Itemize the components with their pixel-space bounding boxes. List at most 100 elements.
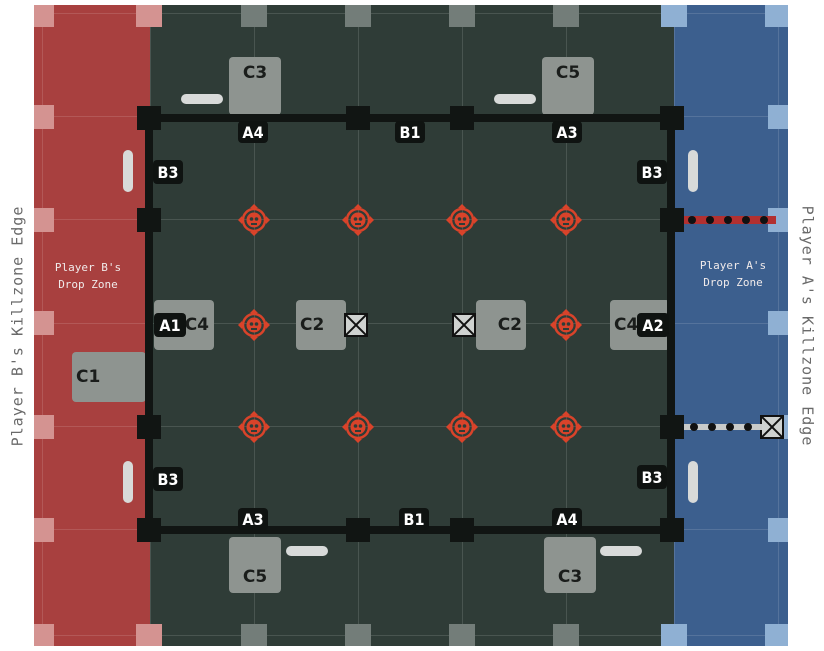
barricade [494, 94, 536, 104]
wall-label-text: B1 [399, 122, 421, 142]
grid-line [34, 219, 788, 220]
edge-tick [34, 5, 54, 27]
wall-left [145, 114, 153, 534]
edge-tick [34, 415, 54, 439]
wall-post [660, 208, 684, 232]
barricade [286, 546, 328, 556]
hatch-left [344, 313, 368, 337]
cover-label: C4 [614, 315, 639, 335]
wall-label-a1: A1 [154, 313, 186, 337]
wall-label-b3-right-bottom: B3 [637, 465, 667, 489]
edge-tick [768, 208, 788, 232]
skull-objective-icon [550, 309, 582, 341]
wall-label-text: A3 [242, 509, 264, 529]
wall-label-text: B3 [157, 469, 179, 489]
grid-line [34, 323, 788, 324]
cover-c5-top: C5 [542, 57, 594, 115]
barricade [181, 94, 223, 104]
cover-label: C2 [497, 315, 522, 335]
wall-post [137, 518, 161, 542]
edge-tick [449, 624, 475, 646]
chain-link [706, 216, 714, 224]
wall-post [346, 518, 370, 542]
cover-label: C4 [184, 315, 209, 335]
drop-zone-line: Player A's [699, 259, 767, 272]
barricade [123, 461, 133, 503]
wall-label-a3-top: A3 [552, 121, 582, 143]
edge-tick [34, 208, 54, 232]
edge-tick [34, 518, 54, 542]
wall-post [660, 106, 684, 130]
chain-link [724, 216, 732, 224]
grid-line [34, 13, 788, 14]
player-a-killzone-edge-label: Player A's Killzone Edge [798, 205, 816, 446]
wall-label-a2: A2 [637, 313, 669, 337]
chain-link [688, 216, 696, 224]
skull-objective-icon [446, 411, 478, 443]
wall-label-b1-bottom: B1 [399, 508, 429, 530]
edge-tick [241, 624, 267, 646]
cover-c3-bottom: C3 [544, 537, 596, 593]
edge-tick [136, 5, 162, 27]
wall-label-text: A1 [159, 315, 181, 335]
edge-tick [34, 105, 54, 129]
wall-post [137, 106, 161, 130]
wall-label-text: A3 [556, 122, 578, 142]
wall-label-text: A4 [242, 122, 264, 142]
player-b-killzone-edge-label: Player B's Killzone Edge [8, 205, 26, 446]
wall-label-b3-left-bottom: B3 [153, 467, 183, 491]
wall-label-a4-top: A4 [238, 121, 268, 143]
chain-link [742, 216, 750, 224]
edge-tick [768, 105, 788, 129]
chain-link [760, 216, 768, 224]
cover-label: C2 [300, 315, 325, 335]
wall-label-a4-bottom: A4 [552, 508, 582, 530]
edge-tick [345, 624, 371, 646]
edge-tick [768, 311, 788, 335]
edge-tick [765, 624, 788, 646]
cover-c5-bottom: C5 [229, 537, 281, 593]
cover-label: C5 [242, 567, 268, 587]
edge-tick [136, 624, 162, 646]
edge-tick [765, 5, 788, 27]
skull-objective-icon [238, 204, 270, 236]
cover-c2-right: C2 [476, 300, 526, 350]
drop-zone-line: Player B's [54, 261, 122, 274]
grid-line [34, 635, 788, 636]
cover-c1: C1 [72, 352, 146, 402]
barricade [600, 546, 642, 556]
wall-label-text: A2 [642, 315, 664, 335]
wall-post [450, 106, 474, 130]
wall-label-b1-top: B1 [395, 121, 425, 143]
chain-gray [684, 424, 762, 430]
wall-post [660, 415, 684, 439]
cover-label: C3 [242, 63, 268, 83]
killzone-board: C3 C5 C5 C3 C4 C4 C2 C2 C1 A4 B1 A3 A3 B… [34, 5, 788, 646]
wall-post [450, 518, 474, 542]
wall-label-b3-right-top: B3 [637, 160, 667, 184]
wall-label-text: B3 [641, 162, 663, 182]
wall-post [137, 208, 161, 232]
chain-link [744, 423, 752, 431]
chain-link [690, 423, 698, 431]
edge-tick [241, 5, 267, 27]
barricade [123, 150, 133, 192]
wall-post [660, 518, 684, 542]
edge-tick [661, 5, 687, 27]
skull-objective-icon [446, 204, 478, 236]
edge-tick [34, 624, 54, 646]
edge-tick [553, 5, 579, 27]
hatch-edge [760, 415, 784, 439]
drop-zone-line: Drop Zone [58, 278, 118, 291]
wall-label-text: B3 [157, 162, 179, 182]
cover-c2-left: C2 [296, 300, 346, 350]
wall-right [667, 114, 675, 534]
wall-top [145, 114, 675, 122]
edge-tick [661, 624, 687, 646]
skull-objective-icon [550, 204, 582, 236]
wall-label-b3-left-top: B3 [153, 160, 183, 184]
edge-tick [345, 5, 371, 27]
chain-link [708, 423, 716, 431]
cover-label: C3 [557, 567, 583, 587]
skull-objective-icon [550, 411, 582, 443]
